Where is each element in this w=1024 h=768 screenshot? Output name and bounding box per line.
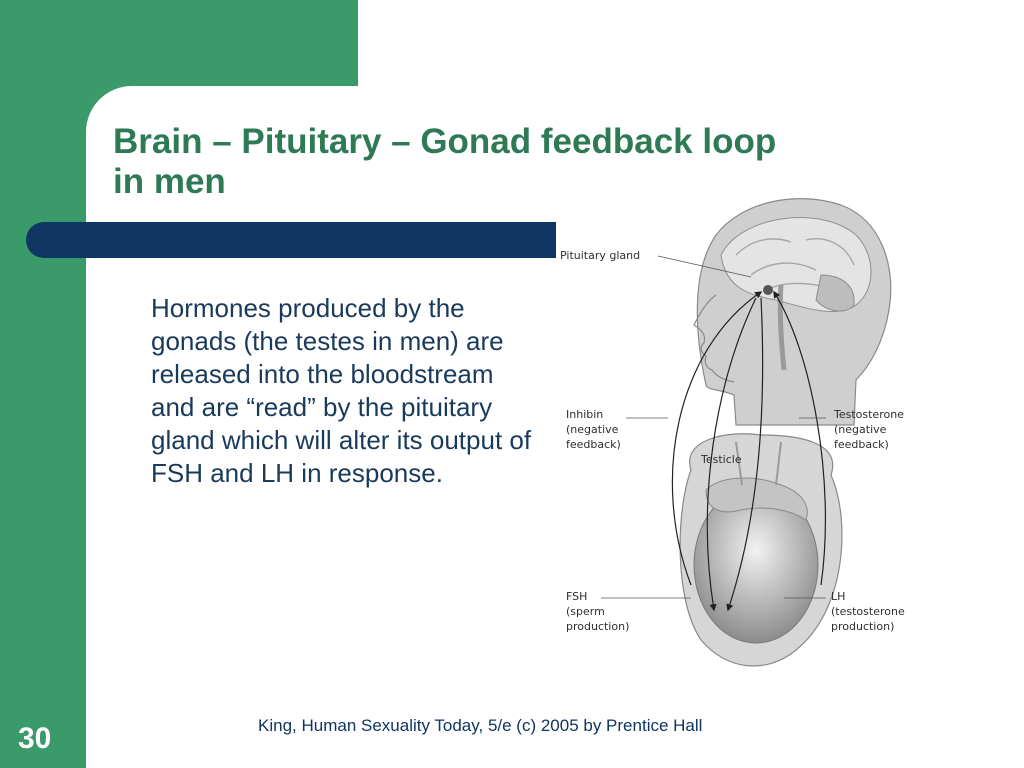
slide-body-text: Hormones produced by the gonads (the tes… [151,293,532,488]
slide-title: Brain – Pituitary – Gonad feedback loop … [113,122,777,201]
lh-arrow [726,297,764,612]
background-white-top [358,0,1024,100]
slide-number: 30 [18,722,52,755]
pituitary-gland-label: Pituitary gland [560,249,640,262]
lh-label: LH (testosterone production) [831,590,908,633]
fsh-arrow [706,297,757,612]
testicle-illustration [679,433,843,667]
fsh-label: FSH (sperm production) [566,590,629,633]
background-green-left [0,0,86,768]
title-underline-bar [26,222,556,258]
testicle-label: Testicle [700,453,742,466]
head-illustration [693,198,892,426]
slide-footer-citation: King, Human Sexuality Today, 5/e (c) 200… [258,716,703,735]
feedback-loop-illustration: Pituitary gland Inhibin (negative feedba… [560,198,908,667]
inhibin-label: Inhibin (negative feedback) [566,408,622,451]
testosterone-label: Testosterone (negative feedback) [833,408,907,451]
inhibin-feedback-arrow [671,291,763,586]
testosterone-feedback-arrow [773,290,826,586]
slide-content-panel [86,86,1024,768]
